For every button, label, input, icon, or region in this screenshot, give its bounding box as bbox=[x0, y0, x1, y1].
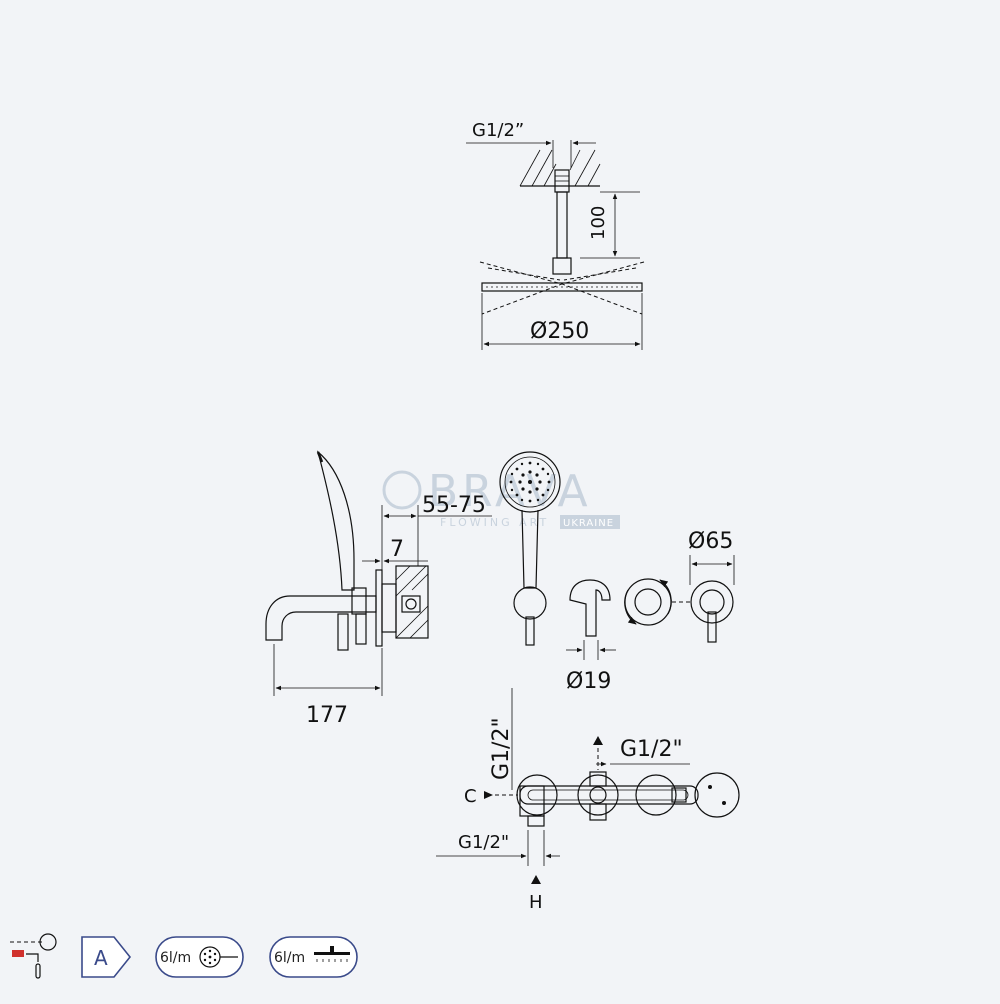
ceiling-hatch bbox=[519, 149, 601, 187]
rosette-front bbox=[690, 580, 734, 624]
arm-length-label: 100 bbox=[588, 206, 609, 240]
hand-shower-face bbox=[499, 451, 561, 513]
hot-water-icon bbox=[12, 950, 24, 957]
watermark-tagline: FLOWING ART bbox=[440, 516, 549, 529]
cold-label: C bbox=[464, 786, 477, 807]
shower-head bbox=[481, 282, 643, 292]
wall-box bbox=[395, 565, 429, 639]
feature-badges: A 6l/m 6l/m bbox=[10, 933, 358, 979]
body-rosette-center bbox=[577, 774, 619, 816]
body-main-bar bbox=[519, 785, 699, 805]
overhead-flow-badge bbox=[269, 936, 358, 978]
energy-class-label: A bbox=[94, 946, 108, 970]
body-rosette-end bbox=[694, 772, 740, 818]
rotation-diverter bbox=[624, 578, 672, 626]
body-rosette-left bbox=[516, 774, 558, 816]
overhead-shower-view: G1/2” 100 Ø250 bbox=[466, 120, 645, 350]
head-diameter-label: Ø250 bbox=[530, 319, 589, 344]
spout-length-label: 177 bbox=[306, 703, 348, 728]
body-rosette-right bbox=[635, 774, 677, 816]
mixer-front-views: Ø19 Ø65 bbox=[499, 451, 735, 694]
handle-diameter-label: Ø19 bbox=[566, 669, 611, 694]
mixer-side-view: 55-75 7 177 bbox=[265, 450, 492, 728]
rain-shower-icon bbox=[314, 946, 350, 962]
wall-plate-depth-label: 7 bbox=[390, 537, 404, 562]
wall-plate bbox=[375, 569, 383, 647]
shower-arm bbox=[556, 191, 568, 259]
hot-label: H bbox=[529, 892, 543, 913]
wall-elbow bbox=[351, 587, 367, 615]
handshower-flow-label: 6l/m bbox=[160, 950, 191, 966]
projection-range-label: 55-75 bbox=[422, 493, 486, 518]
brand-watermark: BRAVA FLOWING ART UKRAINE bbox=[382, 466, 620, 529]
lever-handle-side bbox=[337, 613, 349, 651]
outlet-right-label: G1/2" bbox=[620, 737, 683, 762]
bottom-outlet bbox=[589, 803, 607, 821]
concealed-body-view: G1/2" G1/2" C G1/2" bbox=[436, 688, 740, 913]
overhead-flow-label: 6l/m bbox=[274, 950, 305, 966]
spray-nozzles bbox=[509, 461, 551, 503]
shower-head-tilt-right bbox=[560, 261, 645, 315]
rotation-arrow-right-icon bbox=[659, 579, 672, 615]
top-outlet bbox=[589, 771, 607, 787]
rosette-handle bbox=[707, 611, 717, 643]
wall-mounted-icon bbox=[10, 933, 57, 979]
ball-joint bbox=[552, 257, 572, 275]
hand-shower-holder bbox=[513, 586, 547, 620]
rotation-arrow-left-icon bbox=[624, 589, 637, 625]
inlet-bottom-label: G1/2" bbox=[458, 832, 509, 853]
flow-up-arrow-icon bbox=[593, 736, 603, 745]
spout bbox=[265, 595, 377, 641]
inlet-vertical-label: G1/2" bbox=[489, 717, 514, 780]
lever-front-view bbox=[569, 579, 611, 637]
watermark-drop-icon bbox=[382, 470, 422, 510]
watermark-brand: BRAVA bbox=[428, 466, 592, 517]
cold-arrow-icon bbox=[484, 791, 493, 799]
hand-shower-grip bbox=[521, 509, 539, 589]
energy-class-badge bbox=[81, 936, 132, 978]
watermark-region: UKRAINE bbox=[563, 518, 614, 529]
rosette-diameter-label: Ø65 bbox=[688, 529, 733, 554]
hot-arrow-icon bbox=[531, 875, 541, 884]
watermark-region-bg bbox=[560, 515, 620, 529]
hand-shower-side bbox=[316, 450, 355, 591]
shower-head-tilt-left bbox=[479, 261, 564, 315]
ceiling-thread-label: G1/2” bbox=[472, 120, 524, 141]
